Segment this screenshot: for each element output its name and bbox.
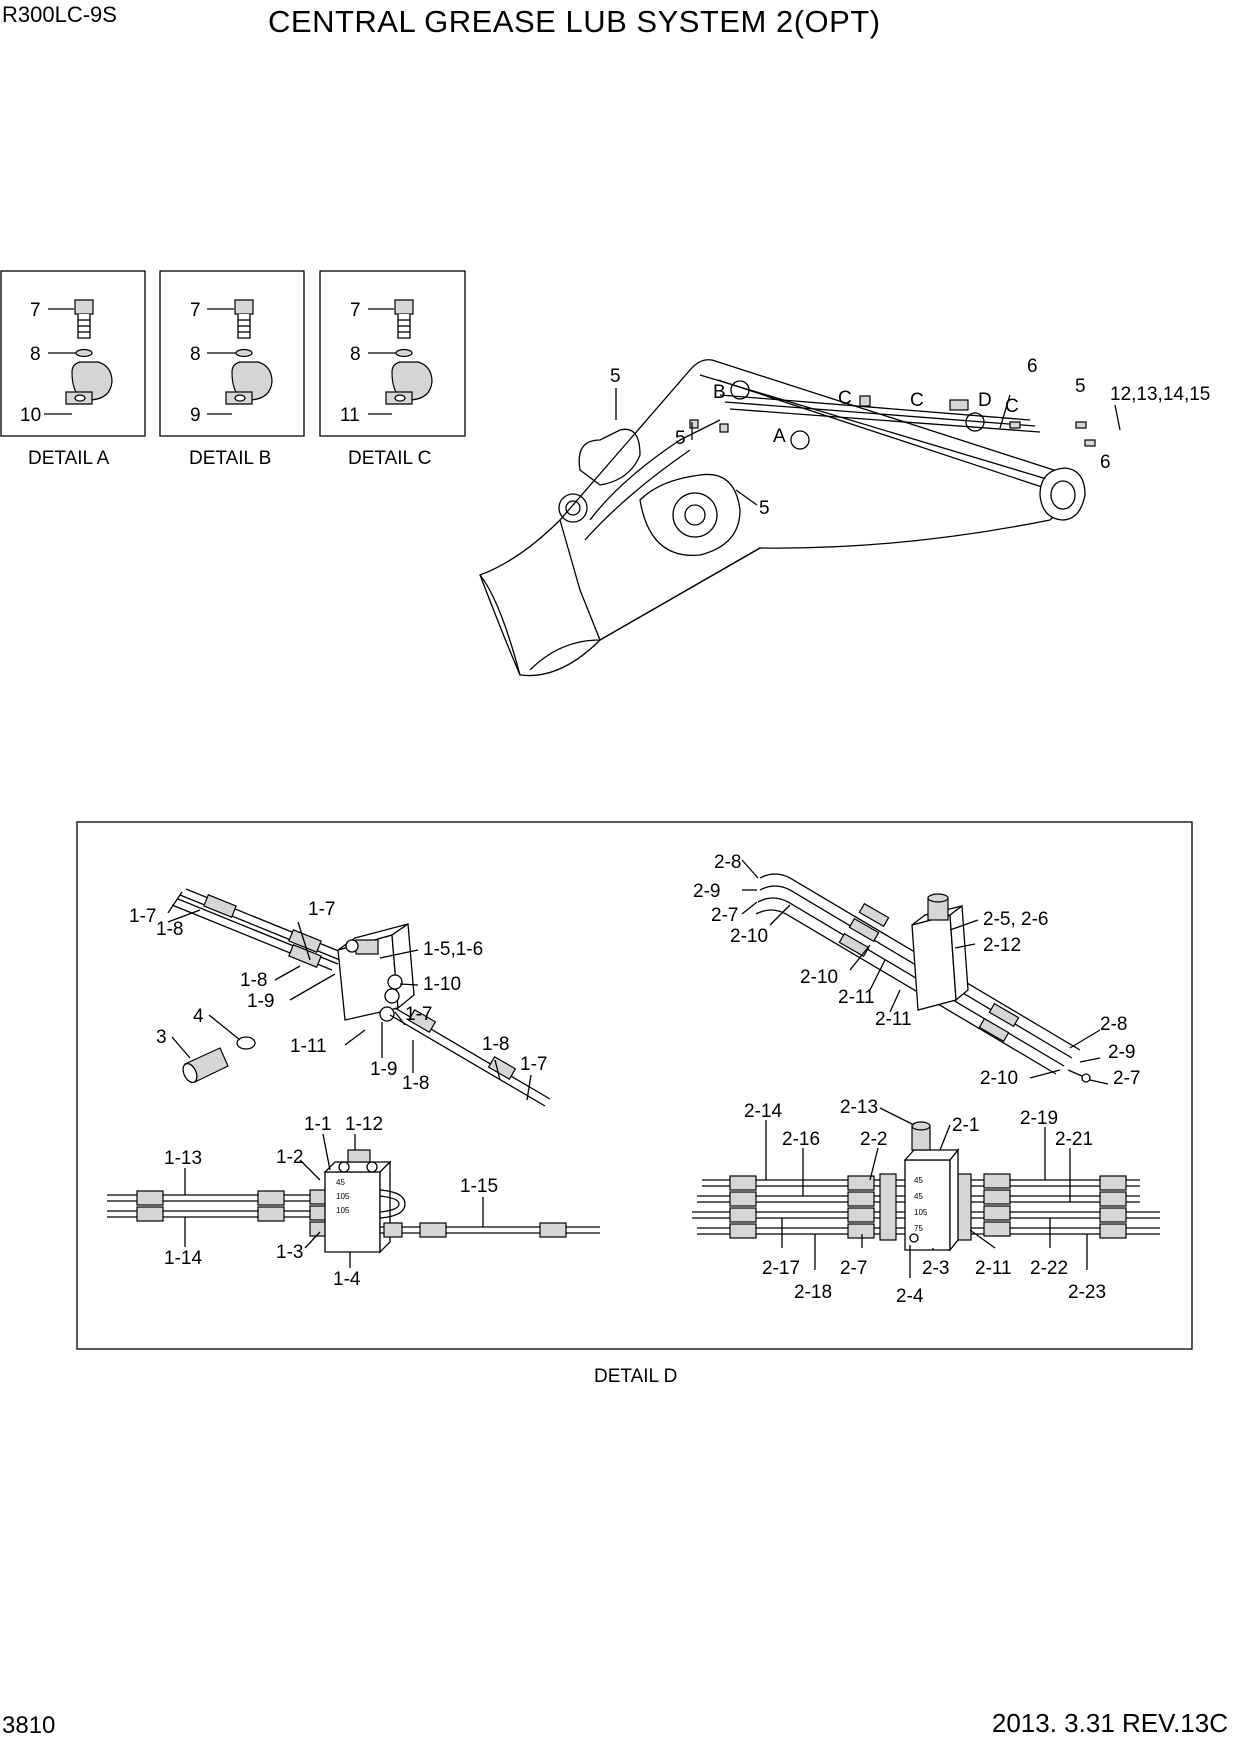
block1-mark-2: 105 <box>336 1192 350 1201</box>
callout-1-9-b: 1-9 <box>370 1059 397 1080</box>
callout-1-9-a: 1-9 <box>247 991 274 1012</box>
callout-1-8-c: 1-8 <box>402 1073 429 1094</box>
callout-1-7-d: 1-7 <box>520 1054 547 1075</box>
callout-2-16: 2-16 <box>782 1129 820 1150</box>
callout-1-7-b: 1-7 <box>308 899 335 920</box>
boom-marker-d: D <box>978 390 992 411</box>
callout-1-4: 1-4 <box>333 1269 361 1290</box>
callout-4: 4 <box>193 1006 204 1027</box>
callout-2-21: 2-21 <box>1055 1129 1093 1150</box>
detail-b-part-9: 9 <box>190 405 201 426</box>
callout-2-9-b: 2-9 <box>1108 1042 1135 1063</box>
boom-callout-5-c: 5 <box>759 498 770 519</box>
detail-d-lower-right: 45 45 105 75 2-13 2-1 2-14 2-16 2-2 2-19 <box>692 1097 1160 1307</box>
page-title: CENTRAL GREASE LUB SYSTEM 2(OPT) <box>268 4 881 39</box>
callout-2-23: 2-23 <box>1068 1282 1106 1303</box>
block1-mark-3: 105 <box>336 1206 350 1215</box>
boom-callout-12-15: 12,13,14,15 <box>1110 384 1210 405</box>
callout-2-11-a: 2-11 <box>838 987 875 1008</box>
detail-d-caption: DETAIL D <box>594 1366 678 1387</box>
boom-callout-6-b: 6 <box>1100 452 1111 473</box>
callout-2-7-c: 2-7 <box>840 1258 867 1279</box>
detail-a-caption: DETAIL A <box>28 448 110 469</box>
detail-a-box: 7 8 10 <box>0 270 146 437</box>
callout-2-12: 2-12 <box>983 935 1021 956</box>
callout-2-11-c: 2-11 <box>975 1258 1012 1279</box>
block1-mark-1: 45 <box>336 1178 345 1187</box>
callout-2-10-b: 2-10 <box>800 967 838 988</box>
detail-a-part-7: 7 <box>30 300 41 321</box>
detail-c-part-7: 7 <box>350 300 361 321</box>
callout-2-8-a: 2-8 <box>714 852 741 873</box>
boom-marker-c-2: C <box>910 390 924 411</box>
detail-d-lower-left: 45 105 105 1-1 1-12 1-2 1-13 1-15 1-3 1-… <box>107 1114 600 1290</box>
detail-b-box: 7 8 9 <box>159 270 305 437</box>
block2-mark-1: 45 <box>914 1176 923 1185</box>
boom-marker-b: B <box>713 382 726 403</box>
page-number: 3810 <box>2 1712 56 1739</box>
boom-callout-5-b: 5 <box>675 428 686 449</box>
detail-c-caption: DETAIL C <box>348 448 432 469</box>
callout-1-10: 1-10 <box>423 974 461 995</box>
block2-mark-3: 105 <box>914 1208 928 1217</box>
callout-1-14: 1-14 <box>164 1248 202 1269</box>
callout-2-10-a: 2-10 <box>730 926 768 947</box>
detail-d-box: 1-7 1-8 1-7 1-8 1-9 1-5,1-6 1-10 1-7 1-1… <box>76 821 1193 1350</box>
callout-2-18: 2-18 <box>794 1282 832 1303</box>
callout-2-13: 2-13 <box>840 1097 878 1118</box>
detail-b-part-8: 8 <box>190 344 201 365</box>
detail-b-part-7: 7 <box>190 300 201 321</box>
callout-1-13: 1-13 <box>164 1148 202 1169</box>
boom-drawing: 5 5 5 5 6 6 12,13,14,15 B A C C D C <box>479 356 1210 677</box>
boom-callout-5-d: 5 <box>1075 376 1086 397</box>
callout-1-11: 1-11 <box>290 1036 327 1057</box>
callout-1-8-a: 1-8 <box>156 919 183 940</box>
callout-1-7-c: 1-7 <box>405 1004 432 1025</box>
detail-d-upper-right: 2-8 2-9 2-7 2-10 2-5, 2-6 2-12 2-10 2-11… <box>693 852 1140 1089</box>
boom-callout-6-a: 6 <box>1027 356 1038 377</box>
detail-b-caption: DETAIL B <box>189 448 272 469</box>
callout-2-5-2-6: 2-5, 2-6 <box>983 909 1048 930</box>
detail-c-part-11: 11 <box>340 405 360 426</box>
callout-2-17: 2-17 <box>762 1258 800 1279</box>
detail-c-box: 7 8 11 <box>319 270 466 437</box>
callout-1-5-1-6: 1-5,1-6 <box>423 939 483 960</box>
callout-1-2: 1-2 <box>276 1147 303 1168</box>
boom-callout-5-a: 5 <box>610 366 621 387</box>
boom-marker-c-3: C <box>1005 396 1019 417</box>
callout-1-15: 1-15 <box>460 1176 498 1197</box>
detail-d-upper-left: 1-7 1-8 1-7 1-8 1-9 1-5,1-6 1-10 1-7 1-1… <box>129 888 551 1107</box>
callout-2-1: 2-1 <box>952 1115 979 1136</box>
callout-2-11-b: 2-11 <box>875 1009 912 1030</box>
boom-marker-c-1: C <box>838 388 852 409</box>
callout-2-8-b: 2-8 <box>1100 1014 1127 1035</box>
callout-1-8-b: 1-8 <box>240 970 267 991</box>
callout-2-2: 2-2 <box>860 1129 887 1150</box>
boom-marker-a: A <box>773 426 786 447</box>
callout-2-3: 2-3 <box>922 1258 949 1279</box>
callout-1-1: 1-1 <box>304 1114 331 1135</box>
callout-1-7-a: 1-7 <box>129 906 156 927</box>
callout-1-8-d: 1-8 <box>482 1034 509 1055</box>
callout-2-7-b: 2-7 <box>1113 1068 1140 1089</box>
callout-2-19: 2-19 <box>1020 1108 1058 1129</box>
callout-2-22: 2-22 <box>1030 1258 1068 1279</box>
detail-c-part-8: 8 <box>350 344 361 365</box>
model-number: R300LC-9S <box>2 2 117 27</box>
callout-2-10-c: 2-10 <box>980 1068 1018 1089</box>
callout-2-9-a: 2-9 <box>693 881 720 902</box>
block2-mark-2: 45 <box>914 1192 923 1201</box>
callout-2-14: 2-14 <box>744 1101 782 1122</box>
callout-2-7-a: 2-7 <box>711 905 738 926</box>
revision-date: 2013. 3.31 REV.13C <box>991 1708 1228 1738</box>
callout-3: 3 <box>156 1027 167 1048</box>
callout-1-12: 1-12 <box>345 1114 383 1135</box>
callout-1-3: 1-3 <box>276 1242 303 1263</box>
block2-mark-4: 75 <box>914 1224 923 1233</box>
detail-a-part-10: 10 <box>20 405 41 426</box>
callout-2-4: 2-4 <box>896 1286 924 1307</box>
detail-a-part-8: 8 <box>30 344 41 365</box>
